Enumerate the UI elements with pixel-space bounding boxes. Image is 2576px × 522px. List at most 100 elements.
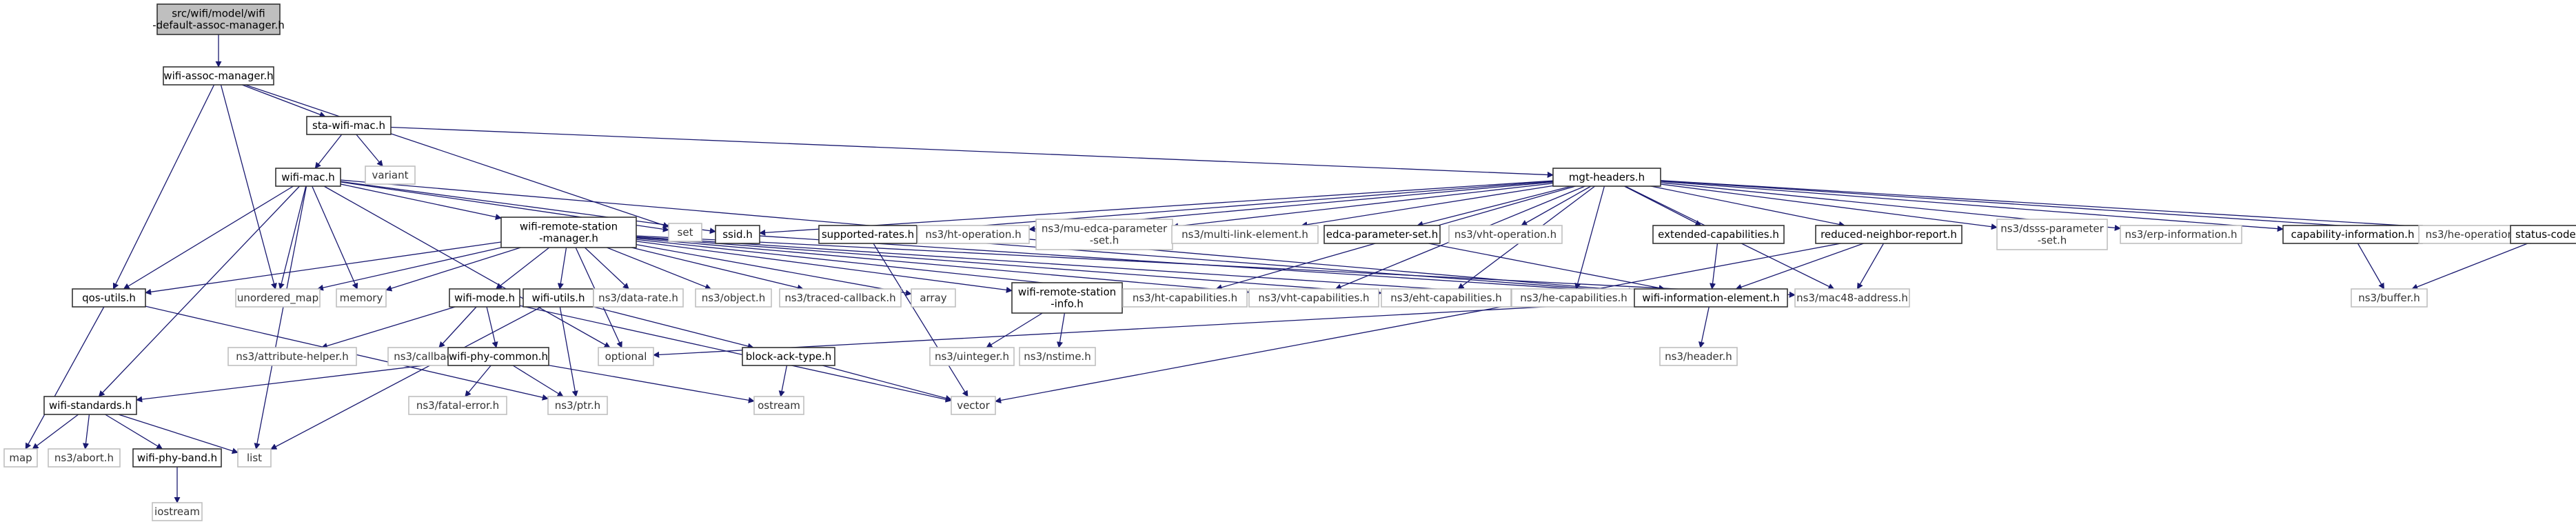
node-label: ns3/vht-capabilities.h [1258, 292, 1369, 304]
node-box [598, 347, 654, 366]
node-dsss: ns3/dsss-parameter-set.h [1996, 219, 2108, 250]
node-box [1448, 225, 1563, 244]
edge [98, 185, 301, 397]
node-label: ssid.h [722, 228, 753, 241]
edge [270, 306, 542, 450]
edge [390, 126, 1554, 179]
edge [321, 306, 456, 349]
node-label: block-ack-type.h [746, 350, 832, 363]
node-wstd[interactable]: wifi-standards.h [43, 396, 137, 415]
node-label: ns3/ht-operation.h [925, 228, 1021, 241]
node-wrsm[interactable]: wifi-remote-station-manager.h [500, 217, 637, 248]
node-mgt[interactable]: mgt-headers.h [1552, 168, 1661, 187]
edge-bat-to-ostream [778, 365, 788, 397]
edge-wrsm-to-wrsi [636, 241, 1013, 293]
node-label: ns3/header.h [1665, 350, 1732, 363]
edge-mgt-to-dsss [1660, 183, 1998, 230]
node-label: ns3/he-operation.h [2426, 228, 2524, 241]
edge [316, 247, 502, 291]
edge [593, 306, 754, 350]
node-mle: ns3/multi-link-element.h [1171, 225, 1319, 244]
node-label: extended-capabilities.h [1658, 228, 1779, 241]
edge-wmac-to-optional [323, 185, 611, 348]
node-box [1996, 219, 2108, 250]
node-box [523, 288, 594, 308]
node-label: reduced-neighbor-report.h [1821, 228, 1957, 241]
node-nstime: ns3/nstime.h [1019, 347, 1096, 366]
node-label: ns3/dsss-parameter [2000, 223, 2104, 235]
node-box [917, 225, 1030, 244]
node-bat[interactable]: block-ack-type.h [742, 347, 835, 366]
edge [559, 306, 578, 397]
node-box [447, 347, 549, 366]
edge [105, 414, 163, 450]
edge-wutils-to-list [270, 306, 542, 450]
node-label: wifi-assoc-manager.h [163, 70, 273, 82]
node-wmode[interactable]: wifi-mode.h [449, 288, 520, 308]
edge [314, 134, 343, 169]
edge [2411, 243, 2528, 290]
node-label: ns3/mu-edca-parameter [1042, 223, 1168, 235]
edge [118, 414, 239, 454]
node-label: -info.h [1051, 298, 1084, 310]
node-label: wifi-utils.h [531, 292, 585, 304]
edge-wrsm-to-tcb [631, 247, 804, 291]
edge [1660, 180, 2420, 234]
node-ext[interactable]: extended-capabilities.h [1652, 225, 1785, 244]
node-list: list [237, 448, 272, 468]
node-box [1324, 225, 1441, 244]
edge-mgt-to-muedca [1172, 183, 1554, 230]
node-label: unordered_map [237, 292, 318, 305]
edge [607, 247, 712, 290]
node-wpc[interactable]: wifi-phy-common.h [447, 347, 549, 366]
edge-wutils-to-ptr [559, 306, 578, 397]
node-wrsi[interactable]: wifi-remote-station-info.h [1011, 282, 1123, 314]
edge [245, 84, 669, 228]
node-label: qos-utils.h [82, 292, 136, 304]
edge [916, 181, 1554, 234]
node-box [2510, 225, 2576, 244]
node-wie[interactable]: wifi-information-element.h [1634, 288, 1788, 308]
edge-wrsm-to-object [607, 247, 712, 290]
node-erp: ns3/erp-information.h [2120, 225, 2242, 244]
edge [486, 306, 498, 348]
node-wam[interactable]: wifi-assoc-manager.h [163, 66, 274, 86]
edge [220, 84, 277, 290]
node-edca[interactable]: edca-parameter-set.h [1324, 225, 1441, 244]
node-box [237, 448, 272, 468]
edge [1660, 180, 2511, 235]
node-drate: ns3/data-rate.h [593, 288, 684, 308]
node-rnr[interactable]: reduced-neighbor-report.h [1815, 225, 1963, 244]
edge [82, 414, 90, 450]
node-label: -set.h [2038, 234, 2067, 247]
node-box [408, 396, 507, 415]
edge-mgt-to-ssid [759, 180, 1554, 236]
node-capi[interactable]: capability-information.h [2282, 225, 2423, 244]
edge [636, 241, 1013, 293]
edge [636, 237, 1382, 296]
node-wpb[interactable]: wifi-phy-band.h [132, 448, 222, 468]
node-label: wifi-mac.h [281, 171, 335, 183]
node-box [48, 448, 121, 468]
node-qos[interactable]: qos-utils.h [72, 288, 146, 308]
edge [759, 235, 1635, 296]
node-supp[interactable]: supported-rates.h [818, 225, 917, 244]
node-sta[interactable]: sta-wifi-mac.h [306, 116, 392, 135]
node-label: edca-parameter-set.h [1326, 228, 1438, 241]
node-box [275, 168, 341, 187]
node-header: ns3/header.h [1659, 347, 1738, 366]
edge [1301, 185, 1554, 228]
node-status[interactable]: status-code.h [2510, 225, 2576, 244]
edge [519, 305, 952, 403]
node-box [1035, 219, 1173, 250]
node-label: -default-assoc-manager.h [152, 19, 285, 32]
node-wutils[interactable]: wifi-utils.h [523, 288, 594, 308]
node-label: array [920, 292, 946, 304]
edge-wstd-to-wpb [105, 414, 163, 450]
edge [145, 241, 502, 295]
node-ssid[interactable]: ssid.h [715, 225, 760, 244]
node-label: wifi-remote-station [1018, 286, 1116, 299]
node-wmac[interactable]: wifi-mac.h [275, 168, 341, 187]
node-box [1652, 225, 1785, 244]
